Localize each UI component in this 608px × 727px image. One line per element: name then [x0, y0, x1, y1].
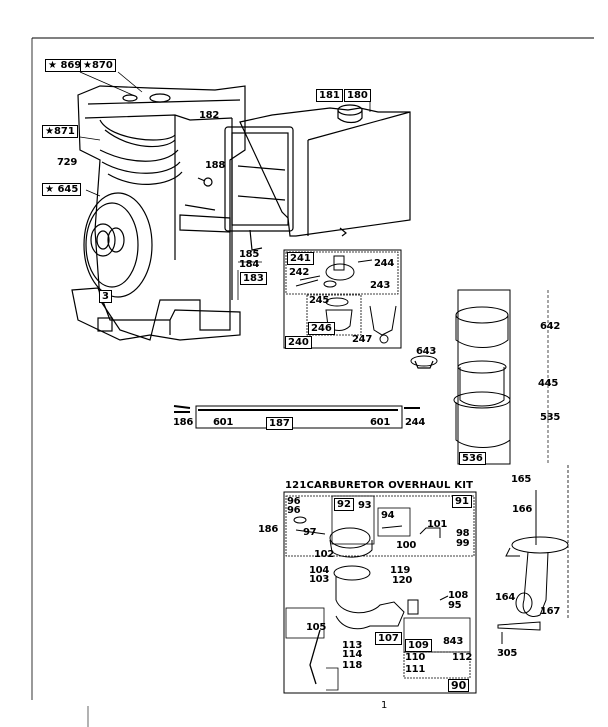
callout-240: 240	[285, 336, 312, 349]
callout-112: 112	[452, 652, 472, 663]
callout-164: 164	[495, 592, 515, 603]
callout-99: 99	[456, 538, 470, 549]
callout-91: 91	[452, 495, 472, 508]
callout-114: 114	[342, 649, 362, 660]
label-871: 871	[53, 126, 75, 137]
callout-183: 183	[240, 272, 267, 285]
callout-643: 643	[416, 346, 436, 357]
callout-871: ★871	[42, 125, 78, 138]
callout-101: 101	[427, 519, 447, 530]
callout-186-kit: 186	[258, 524, 278, 535]
callout-166: 166	[512, 504, 532, 515]
page-mark: 1	[381, 700, 388, 711]
callout-94: 94	[381, 510, 395, 521]
callout-102: 102	[314, 549, 334, 560]
callout-100: 100	[396, 540, 416, 551]
box-536	[457, 289, 511, 465]
callout-93: 93	[358, 500, 372, 511]
box-240	[283, 249, 402, 349]
callout-181: 181	[316, 89, 343, 102]
callout-92: 92	[334, 498, 354, 511]
callout-95: 95	[448, 600, 462, 611]
callout-445: 445	[538, 378, 558, 389]
callout-243: 243	[370, 280, 390, 291]
callout-98: 98	[456, 528, 470, 539]
callout-870: ★870	[80, 59, 116, 72]
label-870: 870	[91, 60, 113, 71]
callout-118: 118	[342, 660, 362, 671]
callout-113: 113	[342, 640, 362, 651]
label-869: 869	[60, 60, 82, 71]
kit-title: 121CARBURETOR OVERHAUL KIT	[285, 480, 474, 491]
label-645: 645	[57, 184, 79, 195]
callout-645: ★ 645	[42, 183, 82, 196]
callout-601-left: 601	[213, 417, 233, 428]
box-105	[285, 607, 325, 639]
callout-97: 97	[303, 527, 317, 538]
air-cleaner	[453, 306, 511, 448]
callout-104: 104	[309, 565, 329, 576]
callout-3: 3	[99, 290, 112, 303]
cylinder-block	[71, 85, 246, 341]
callout-186-line: 186	[173, 417, 193, 428]
callout-245: 245	[309, 295, 329, 306]
callout-305: 305	[497, 648, 517, 659]
callout-107: 107	[375, 632, 402, 645]
callout-642: 642	[540, 321, 560, 332]
callout-109: 109	[405, 639, 432, 652]
box-91	[285, 495, 475, 557]
fuel-tank	[224, 92, 411, 251]
callout-244-pump: 244	[374, 258, 394, 269]
callout-536: 536	[459, 452, 486, 465]
callout-246: 246	[308, 322, 335, 335]
callout-165: 165	[511, 474, 531, 485]
callout-96b: 96	[287, 505, 301, 516]
callout-729: 729	[57, 157, 77, 168]
carburetor-parts	[293, 516, 449, 685]
callout-869: ★ 869	[45, 59, 85, 72]
callout-242: 242	[289, 267, 309, 278]
callout-167: 167	[540, 606, 560, 617]
callout-120: 120	[392, 575, 412, 586]
callout-180: 180	[344, 89, 371, 102]
callout-108: 108	[448, 590, 468, 601]
callout-184: 184	[239, 259, 259, 270]
callout-105: 105	[306, 622, 326, 633]
callout-119: 119	[390, 565, 410, 576]
callout-247: 247	[352, 334, 372, 345]
callout-90: 90	[448, 679, 470, 692]
callout-535: 535	[540, 412, 560, 423]
callout-843: 843	[443, 636, 463, 647]
box-187	[195, 405, 403, 429]
callout-103: 103	[309, 574, 329, 585]
callout-182: 182	[199, 110, 219, 121]
fuel-pump-parts	[295, 255, 397, 344]
box-90	[283, 491, 477, 694]
callout-187: 187	[266, 417, 293, 430]
part-643	[410, 355, 438, 367]
callout-244-line: 244	[405, 417, 425, 428]
callout-185: 185	[239, 249, 259, 260]
callout-188: 188	[205, 160, 225, 171]
callout-96a: 96	[287, 496, 301, 507]
callout-241: 241	[287, 252, 314, 265]
callout-111: 111	[405, 664, 425, 675]
governor-parts	[497, 490, 569, 644]
callout-110: 110	[405, 652, 425, 663]
callout-601-right: 601	[370, 417, 390, 428]
